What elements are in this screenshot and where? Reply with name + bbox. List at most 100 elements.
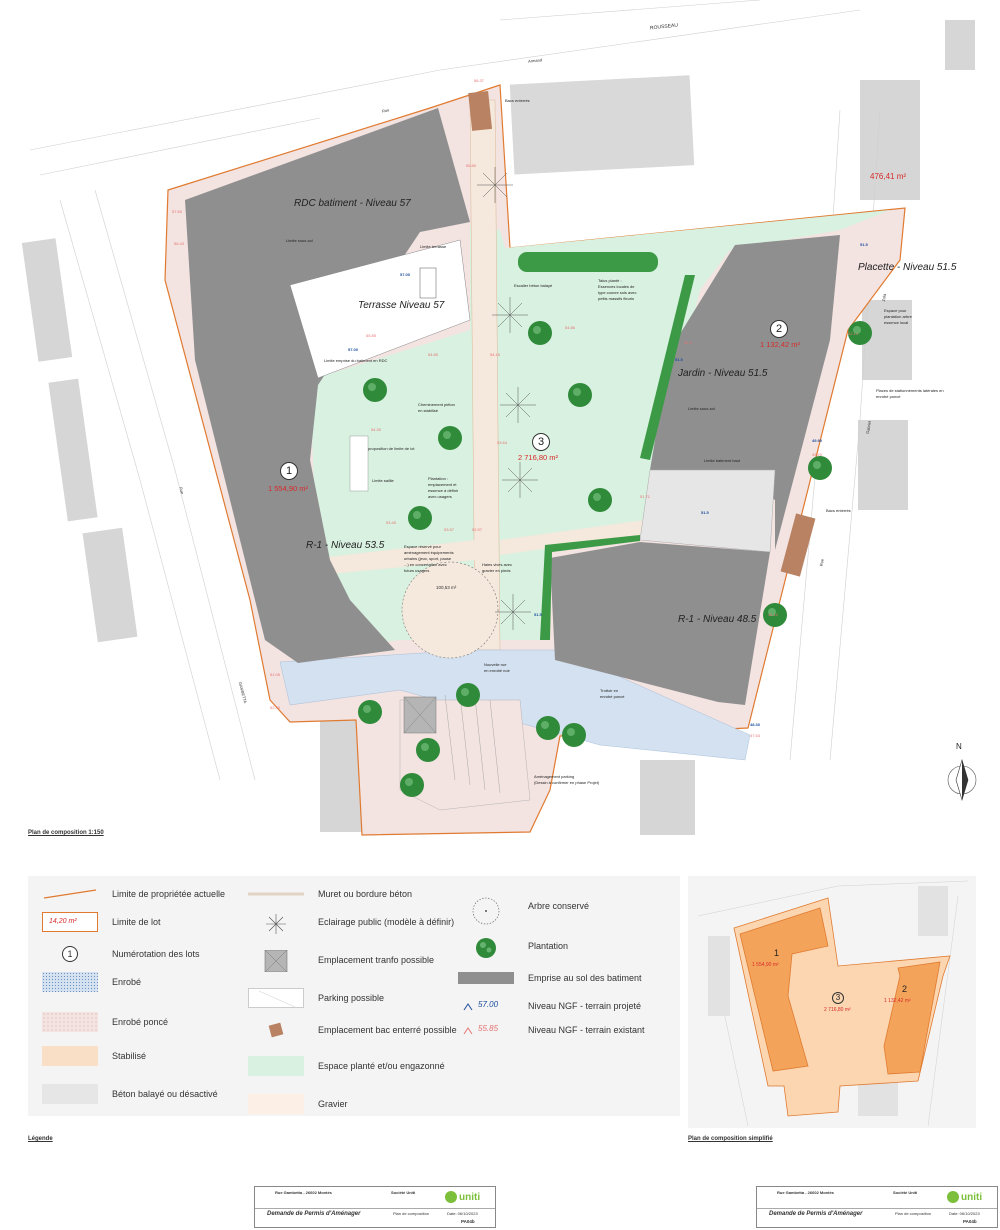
bac-enterre-east [780, 513, 816, 577]
tree-2 [438, 426, 462, 450]
street-light-3 [502, 462, 538, 498]
annot-plantation-2: emplacement et [428, 482, 457, 487]
annot-limite-sous-sol-w: Limite sous-sol [286, 238, 313, 243]
annot-limite-emprise: Limite emprise du batiment en RDC [324, 358, 388, 363]
hedge-top [518, 252, 658, 272]
building-east [650, 235, 840, 550]
ngf-projected-3: 51.5 [675, 357, 683, 362]
tree-11 [416, 738, 440, 762]
legend-item-ngf-existant: 55.85 Niveau NGF - terrain existant [458, 1020, 645, 1040]
mini-lot-area-2: 1 132,42 m² [884, 998, 911, 1004]
ngf-existing-16: 49.20 [812, 452, 823, 457]
reserved-area-circle [401, 561, 499, 659]
annot-haies-2: gravier en pieds [482, 568, 511, 573]
ngf-existing-6: 54.30 [371, 427, 382, 432]
mini-lot-number-3: 3 [832, 992, 844, 1004]
ngf-projected-5: 51.5 [701, 510, 709, 515]
ngf-existing-1: 55.80 [466, 163, 477, 168]
ngf-projected-7: 51.5 [534, 612, 542, 617]
tree-highlight-8 [768, 608, 776, 616]
mini-plan-panel: 1 1 554,90 m² 2 1 132,42 m² 3 2 716,80 m… [688, 876, 976, 1128]
legend-panel: Limite de propriétée actuelle 14,20 m² L… [28, 876, 680, 1116]
legend-item-tranfo: Emplacement tranfo possible [248, 949, 434, 973]
annot-places-2: enrobé poncé [876, 394, 901, 399]
ngf-existing-9: 54.86 [565, 325, 576, 330]
ngf-existing-12: 52.97 [472, 527, 483, 532]
annot-bacs-e: Bacs enterrés [826, 508, 851, 513]
cartouche-doc: Plan de composition [393, 1211, 430, 1216]
annot-limite-sous-sol-e: Limite sous-sol [688, 406, 715, 411]
ngf-existing-2: 57.60 [172, 209, 183, 214]
mini-lot-area-1: 1 554,90 m² [752, 962, 779, 968]
annot-espace-1: Espace réservé pour [404, 544, 441, 549]
annot-talus-2: Essences locales de [598, 284, 635, 289]
tree-1 [568, 383, 592, 407]
annot-haies-1: Haies vives avec [482, 562, 513, 567]
lot-number-1: 1 [280, 462, 298, 480]
lot-area-2: 1 132,42 m² [760, 340, 801, 349]
level-label-jardin: Jardin - Niveau 51.5 [678, 368, 768, 379]
level-label-r1-west: R-1 - Niveau 53.5 [306, 540, 385, 551]
cartouche-date: Date: 06/10/2023 [949, 1211, 980, 1216]
ngf-existing-20: 47.63 [750, 733, 761, 738]
level-label-rdc: RDC batiment - Niveau 57 [294, 198, 411, 209]
ngf-existing-15: 52.14 [848, 331, 859, 336]
cartouche-left: Rue Gambetta - 26602 Montés Société Unit… [254, 1186, 496, 1228]
building-east-r1 [550, 542, 770, 705]
tree-highlight-6 [853, 326, 861, 334]
tree-highlight-9 [461, 688, 469, 696]
ngf-projected-4: 49.90 [812, 438, 823, 443]
parking-stripes [444, 694, 501, 794]
cartouche-address: Rue Gambetta - 26602 Montés [275, 1190, 332, 1195]
level-label-r1-east: R-1 - Niveau 48.5 [678, 614, 757, 625]
ngf-projected-2: 51.5 [860, 242, 868, 247]
ngf-existing-19: 51.05 [270, 672, 281, 677]
legend-item-muret: Muret ou bordure béton [248, 888, 413, 899]
annot-plantation-1: Plantation : [428, 476, 449, 481]
path-west [320, 540, 475, 575]
tree-13 [536, 716, 560, 740]
legend-item-bac: Emplacement bac enterré possible [248, 1020, 458, 1040]
cartouche-company: Société Uniti [391, 1190, 416, 1195]
tree-highlight-11 [421, 743, 429, 751]
cartouche-title: Demande de Permis d'Aménager [267, 1211, 361, 1217]
annot-limite-terrasse: Limite terrasse [420, 244, 447, 249]
legend-item-gravier: Gravier [248, 1094, 348, 1114]
tree-highlight-12 [405, 778, 413, 786]
cartouche-doc: Plan de composition [895, 1211, 932, 1216]
legend-item-espace-plante: Espace planté et/ou engazonné [248, 1056, 458, 1076]
ngf-existing-3: 56.43 [174, 241, 185, 246]
lot-area-1: 1 554,90 m² [268, 484, 309, 493]
ngf-existing-11: 53.57 [444, 527, 455, 532]
hedge-east [640, 275, 695, 460]
plantation-trees [358, 321, 872, 797]
cartouche-right: Rue Gambetta - 26602 Montés Société Unit… [756, 1186, 998, 1228]
tree-highlight-1 [573, 388, 581, 396]
tree-highlight-2 [443, 431, 451, 439]
annot-limite-bat-haut: Limite batiment haut [704, 458, 741, 463]
lot-area-3: 2 716,80 m² [518, 453, 559, 462]
ngf-projected-1: 57.00 [348, 347, 359, 352]
ngf-existing-7: 54.15 [490, 352, 501, 357]
ngf-existing-13: 51.71 [640, 494, 651, 499]
legend-item-ngf-projete: 57.00 Niveau NGF - terrain projeté [458, 996, 641, 1016]
tree-3 [588, 488, 612, 512]
tree-0 [528, 321, 552, 345]
tree-highlight-13 [541, 721, 549, 729]
tree-4 [408, 506, 432, 530]
legend-item-lot-number: 1 Numérotation des lots [42, 944, 200, 964]
annot-limite-saillie: Limite saillie [372, 478, 394, 483]
annot-talus-1: Talus planté : [598, 278, 622, 283]
tree-highlight-3 [593, 493, 601, 501]
mini-lot-number-2: 2 [902, 984, 908, 994]
legend-item-lot-line: 14,20 m² Limite de lot [42, 912, 161, 932]
legend-item-enrobe: Enrobé [42, 972, 141, 992]
tree-highlight-0 [533, 326, 541, 334]
street-lights [477, 167, 538, 630]
cartouche-address: Rue Gambetta - 26602 Montés [777, 1190, 834, 1195]
cartouche-date: Date: 06/10/2023 [447, 1211, 478, 1216]
legend-item-stabilise: Stabilisé [42, 1046, 146, 1066]
mini-lot-area-3: 2 716,80 m² [824, 1007, 851, 1013]
ngf-existing-10: 53.45 [386, 520, 397, 525]
annot-places-1: Places de stationnements latérales en [876, 388, 944, 393]
